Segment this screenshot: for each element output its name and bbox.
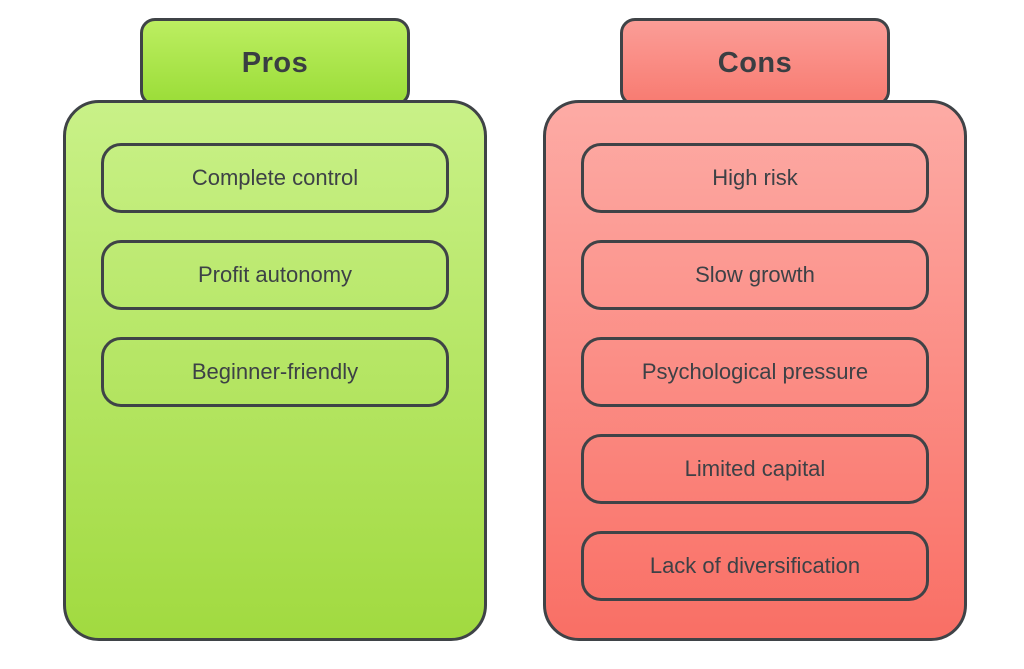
- cons-item-lack-of-diversification: Lack of diversification: [581, 531, 929, 601]
- cons-item-label: Psychological pressure: [641, 359, 869, 384]
- pros-item-label: Complete control: [191, 165, 359, 190]
- cons-item-label: Slow growth: [695, 262, 815, 287]
- cons-item-label: Lack of diversification: [649, 553, 861, 578]
- pros-item-label: Profit autonomy: [197, 262, 353, 287]
- cons-item-label: Limited capital: [684, 456, 826, 481]
- pros-column: Pros Complete control Profit autonomy Be…: [63, 0, 487, 669]
- cons-column: Cons High risk Slow growth Psychological…: [543, 0, 967, 669]
- pros-header-tab: Pros: [140, 18, 410, 106]
- cons-item-psychological-pressure: Psychological pressure: [581, 337, 929, 407]
- cons-item-slow-growth: Slow growth: [581, 240, 929, 310]
- pros-item-complete-control: Complete control: [101, 143, 449, 213]
- cons-item-high-risk: High risk: [581, 143, 929, 213]
- pros-item-label: Beginner-friendly: [191, 359, 359, 384]
- cons-card: High risk Slow growth Psychological pres…: [543, 100, 967, 641]
- cons-header-tab: Cons: [620, 18, 890, 106]
- pros-title: Pros: [241, 47, 309, 79]
- cons-item-limited-capital: Limited capital: [581, 434, 929, 504]
- cons-title: Cons: [717, 47, 793, 79]
- pros-card: Complete control Profit autonomy Beginne…: [63, 100, 487, 641]
- pros-item-profit-autonomy: Profit autonomy: [101, 240, 449, 310]
- pros-item-beginner-friendly: Beginner-friendly: [101, 337, 449, 407]
- cons-item-label: High risk: [712, 165, 798, 190]
